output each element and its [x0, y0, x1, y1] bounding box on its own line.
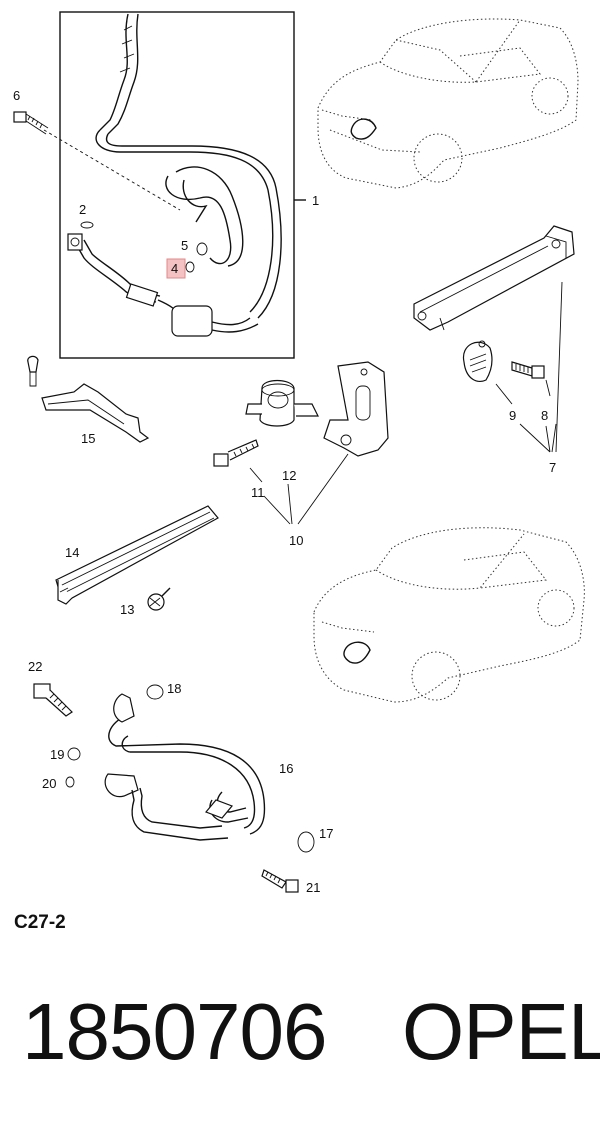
- diagram-ref-code: C27-2: [14, 912, 66, 933]
- o-ring-20: [65, 776, 75, 788]
- clamp-12: [245, 379, 319, 427]
- callout-1: 1: [312, 193, 319, 208]
- bolt-6: [13, 111, 49, 135]
- o-ring-17: [297, 831, 315, 853]
- car-illustration-top: [317, 18, 579, 189]
- part-number: 1850706: [22, 987, 327, 1076]
- leader-lines-10: [249, 453, 349, 525]
- callout-8: 8: [541, 408, 548, 423]
- callout-19: 19: [50, 747, 64, 762]
- callout-17: 17: [319, 826, 333, 841]
- bolt-21: [261, 869, 299, 893]
- hose-assembly-16: [104, 693, 266, 841]
- callout-21: 21: [306, 880, 320, 895]
- bracket-10: [323, 361, 389, 457]
- callout-2: 2: [79, 202, 86, 217]
- bolt-11: [213, 439, 259, 467]
- clip-9: [462, 340, 493, 383]
- callout-10: 10: [289, 533, 303, 548]
- callout-6: 6: [13, 88, 20, 103]
- brand-name: OPEL: [402, 987, 600, 1076]
- o-ring-19: [67, 747, 81, 761]
- callout-20: 20: [42, 776, 56, 791]
- callout-22: 22: [28, 659, 42, 674]
- callout-16: 16: [279, 761, 293, 776]
- callout-18: 18: [167, 681, 181, 696]
- o-ring-5: [196, 242, 208, 256]
- o-ring-4: [185, 261, 195, 273]
- hose-assembly-frame: [43, 11, 306, 359]
- bracket-15: [27, 355, 150, 443]
- bolt-13: [147, 587, 171, 611]
- highlight-box: [166, 258, 186, 279]
- callout-7: 7: [549, 460, 556, 475]
- car-illustration-bottom: [313, 527, 585, 703]
- callout-12: 12: [282, 468, 296, 483]
- callout-13: 13: [120, 602, 134, 617]
- o-ring-2: [80, 221, 94, 229]
- callout-11: 11: [251, 485, 265, 500]
- bolt-8: [511, 361, 545, 379]
- callout-4: 4: [171, 261, 178, 276]
- callout-9: 9: [509, 408, 516, 423]
- leader-lines-7: [495, 281, 563, 453]
- bracket-7: [413, 225, 575, 331]
- callout-5: 5: [181, 238, 188, 253]
- callout-14: 14: [65, 545, 79, 560]
- seal-strip-14: [55, 505, 219, 605]
- o-ring-18: [146, 684, 164, 700]
- bolt-22: [33, 683, 73, 717]
- callout-15: 15: [81, 431, 95, 446]
